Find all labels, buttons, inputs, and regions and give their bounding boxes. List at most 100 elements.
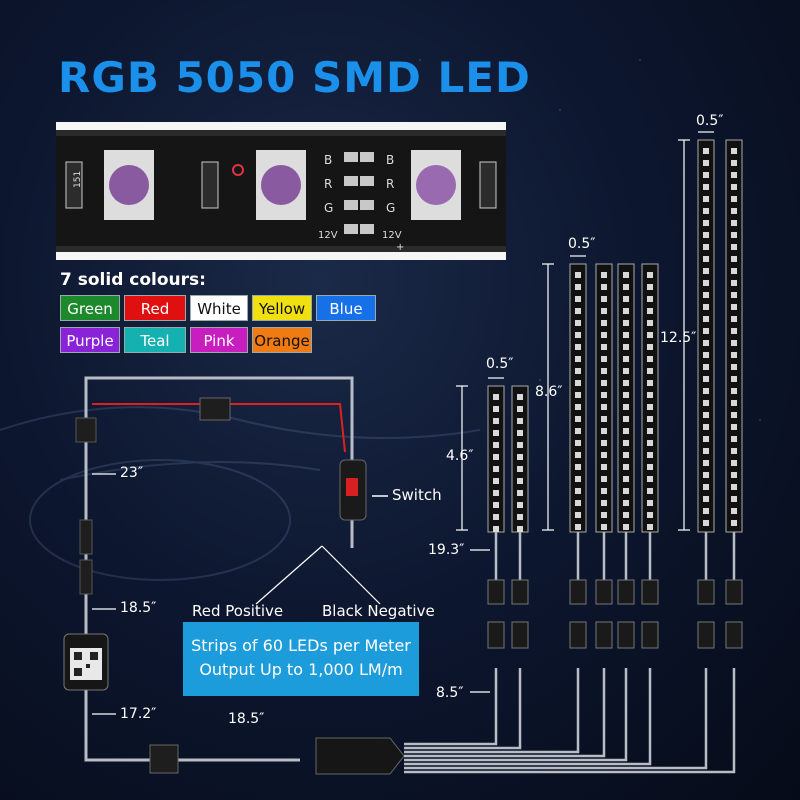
led-dot — [623, 320, 629, 326]
led-dot — [493, 466, 499, 472]
led-dot — [575, 344, 581, 350]
led-dot — [623, 392, 629, 398]
info-line-leds: Strips of 60 LEDs per Meter — [191, 636, 411, 655]
led-dot — [493, 490, 499, 496]
led-dot — [493, 406, 499, 412]
led-dot — [601, 500, 607, 506]
led-dot — [703, 148, 709, 154]
led-dot — [601, 428, 607, 434]
resistor-marking: 151 — [73, 171, 83, 188]
led-dot — [731, 220, 737, 226]
led-dot — [575, 476, 581, 482]
led-dot — [703, 412, 709, 418]
cable-length-19-3: 19.3″ — [428, 542, 465, 558]
led-dot — [703, 484, 709, 490]
led-dot — [731, 304, 737, 310]
led-dot — [601, 320, 607, 326]
cable-connector — [75, 417, 97, 443]
resistor-chip — [201, 161, 219, 209]
smd-led-chip — [411, 150, 461, 220]
led-dot — [703, 268, 709, 274]
led-dot — [703, 160, 709, 166]
width-label-large: 0.5″ — [696, 113, 724, 129]
led-dot — [623, 404, 629, 410]
led-dot — [703, 184, 709, 190]
led-dot — [703, 172, 709, 178]
led-dot — [623, 308, 629, 314]
led-dot — [623, 344, 629, 350]
cable-length-23: 23″ — [120, 465, 144, 481]
info-line-output: Output Up to 1,000 LM/m — [199, 660, 403, 679]
led-dot — [623, 356, 629, 362]
led-dot — [647, 476, 653, 482]
length-label-mid: 8.6″ — [535, 384, 563, 400]
led-dot — [575, 332, 581, 338]
led-dot — [623, 464, 629, 470]
led-dot — [575, 296, 581, 302]
led-dot — [647, 320, 653, 326]
pin-label-12v: 12V — [318, 230, 338, 241]
led-dot — [575, 488, 581, 494]
led-dot — [703, 508, 709, 514]
colour-chip-purple: Purple — [60, 327, 120, 353]
led-dot — [731, 472, 737, 478]
cable-length-18-5-left: 18.5″ — [120, 600, 157, 616]
led-dot — [601, 284, 607, 290]
led-dot — [731, 388, 737, 394]
pin-label-g: G — [386, 201, 395, 215]
led-dot — [703, 448, 709, 454]
cable-connector — [79, 519, 93, 555]
length-label-large: 12.5″ — [660, 330, 697, 346]
led-dot — [575, 368, 581, 374]
led-dot — [575, 464, 581, 470]
led-dot — [575, 428, 581, 434]
led-dot — [601, 464, 607, 470]
info-box: Strips of 60 LEDs per Meter Output Up to… — [183, 622, 419, 696]
led-dot — [647, 392, 653, 398]
led-dot — [517, 430, 523, 436]
led-dot — [575, 356, 581, 362]
led-dot — [703, 316, 709, 322]
pin-label-12v: 12V — [382, 230, 402, 241]
led-dot — [601, 296, 607, 302]
smd-led-chip — [256, 150, 306, 220]
led-dot — [731, 340, 737, 346]
led-dot — [601, 452, 607, 458]
pin-label-b: B — [386, 153, 394, 167]
led-dot — [647, 500, 653, 506]
red-wire — [92, 403, 346, 453]
led-dot — [703, 256, 709, 262]
smd-led-chip — [104, 150, 154, 220]
led-dot — [731, 400, 737, 406]
led-dot — [647, 332, 653, 338]
led-dot — [623, 488, 629, 494]
led-dot — [623, 380, 629, 386]
pin-label-plus: + — [396, 242, 404, 253]
led-dot — [623, 296, 629, 302]
led-dot — [647, 272, 653, 278]
length-label-small: 4.6″ — [446, 448, 474, 464]
led-dot — [517, 478, 523, 484]
colour-chip-orange: Orange — [252, 327, 312, 353]
led-dot — [575, 512, 581, 518]
led-dot — [731, 352, 737, 358]
led-dot — [731, 424, 737, 430]
led-dot — [703, 328, 709, 334]
led-dot — [731, 280, 737, 286]
cut-mark-icon — [232, 164, 244, 176]
led-dot — [601, 368, 607, 374]
led-dot — [493, 502, 499, 508]
led-dot — [731, 160, 737, 166]
led-dot — [731, 292, 737, 298]
led-dot — [731, 412, 737, 418]
led-dot — [647, 524, 653, 530]
cable-length-8-5: 8.5″ — [436, 685, 464, 701]
pin-label-r: R — [324, 177, 332, 191]
cable-length-17-2: 17.2″ — [120, 706, 157, 722]
colour-chip-yellow: Yellow — [252, 295, 312, 321]
led-dot — [493, 526, 499, 532]
led-dot — [623, 512, 629, 518]
led-dot — [647, 452, 653, 458]
led-dot — [623, 524, 629, 530]
